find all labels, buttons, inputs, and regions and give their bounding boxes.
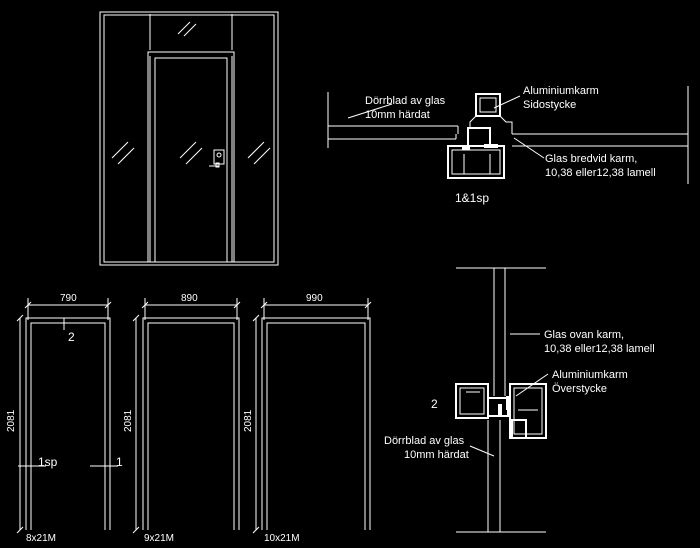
head-door-leaf-line1: Dörrblad av glas <box>384 435 465 447</box>
side-frame-line1: Aluminiumkarm <box>523 85 599 97</box>
frame1-width-label: 790 <box>60 293 77 304</box>
head-section-label: 2 <box>431 397 438 411</box>
head-section: Glas ovan karm, 10,38 eller12,38 lamell … <box>384 267 655 533</box>
side-door-leaf-line2: 10mm härdat <box>365 109 430 121</box>
side-section-label: 1&1sp <box>455 191 489 205</box>
frame3-module-label: 10x21M <box>264 533 300 544</box>
side-frame-profile <box>447 93 513 179</box>
door-frame-outer <box>147 51 235 262</box>
door-frame-inner <box>154 57 228 262</box>
frame-10x21m: 990 2081 10x21M <box>243 293 372 544</box>
head-glass-line1: Glas ovan karm, <box>544 329 624 341</box>
frame-8x21m: 790 2081 2 1sp 1 8x21M <box>6 293 123 544</box>
frame1-height-label: 2081 <box>6 409 17 432</box>
head-frame-profile <box>455 383 547 439</box>
head-frame-line1: Aluminiumkarm <box>552 369 628 381</box>
frame2-module-label: 9x21M <box>144 533 174 544</box>
side-glass-line2: 10,38 eller12,38 lamell <box>545 167 656 179</box>
side-section: Dörrblad av glas 10mm härdat Aluminiumka… <box>327 85 689 205</box>
side-glass-line1: Glas bredvid karm, <box>545 153 637 165</box>
side-door-leaf-line1: Dörrblad av glas <box>365 95 446 107</box>
frame1-side-mark-right: 1 <box>116 455 123 469</box>
glass-hatch-marks <box>111 21 271 165</box>
frame-9x21m: 890 2081 9x21M <box>123 293 241 544</box>
head-door-leaf-line2: 10mm härdat <box>404 449 469 461</box>
frame1-top-mark: 2 <box>68 330 75 344</box>
side-frame-line2: Sidostycke <box>523 99 576 111</box>
outer-frame <box>99 11 279 266</box>
head-glass-line2: 10,38 eller12,38 lamell <box>544 343 655 355</box>
door-elevation <box>99 11 279 266</box>
head-frame-line2: Överstycke <box>552 383 607 395</box>
frame3-height-label: 2081 <box>243 409 254 432</box>
frame1-side-mark-left: 1sp <box>38 455 58 469</box>
door-lock-icon <box>209 149 225 168</box>
outer-frame-inner <box>103 14 275 263</box>
frame2-width-label: 890 <box>181 293 198 304</box>
frame2-height-label: 2081 <box>123 409 134 432</box>
frame3-width-label: 990 <box>306 293 323 304</box>
frame1-module-label: 8x21M <box>26 533 56 544</box>
